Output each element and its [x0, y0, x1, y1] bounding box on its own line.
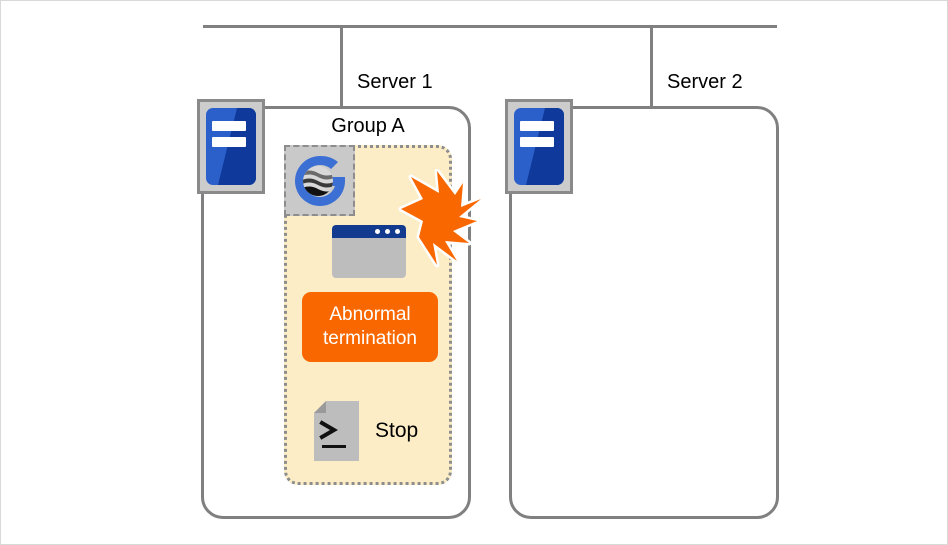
group-a-label: Group A	[331, 115, 405, 137]
server1-label: Server 1	[357, 71, 433, 93]
server-machine-icon	[505, 99, 573, 194]
server-chassis	[206, 108, 256, 185]
cluster-bus-horizontal-line	[203, 25, 777, 28]
server-chassis	[514, 108, 564, 185]
window-control-dot	[375, 229, 380, 234]
application-window-icon	[332, 225, 406, 278]
server-machine-icon	[197, 99, 265, 194]
server-slot-bar	[212, 121, 246, 132]
status-badge-abnormal-termination: Abnormal termination	[302, 292, 438, 362]
server-slot-bar	[212, 137, 246, 148]
explosion-burst-icon	[397, 168, 493, 275]
product-logo-icon	[284, 145, 355, 216]
stop-script-row: Stop	[314, 401, 418, 461]
script-file-icon	[314, 401, 359, 461]
window-titlebar	[332, 225, 406, 238]
cluster-bus-server1-drop-line	[340, 25, 343, 106]
stop-script-label: Stop	[375, 419, 419, 442]
server-slot-bar	[520, 137, 554, 148]
server-slot-bar	[520, 121, 554, 132]
cluster-bus-server2-drop-line	[650, 25, 653, 106]
window-body	[332, 238, 406, 278]
window-control-dot	[395, 229, 400, 234]
window-control-dot	[385, 229, 390, 234]
server2-label: Server 2	[667, 71, 743, 93]
